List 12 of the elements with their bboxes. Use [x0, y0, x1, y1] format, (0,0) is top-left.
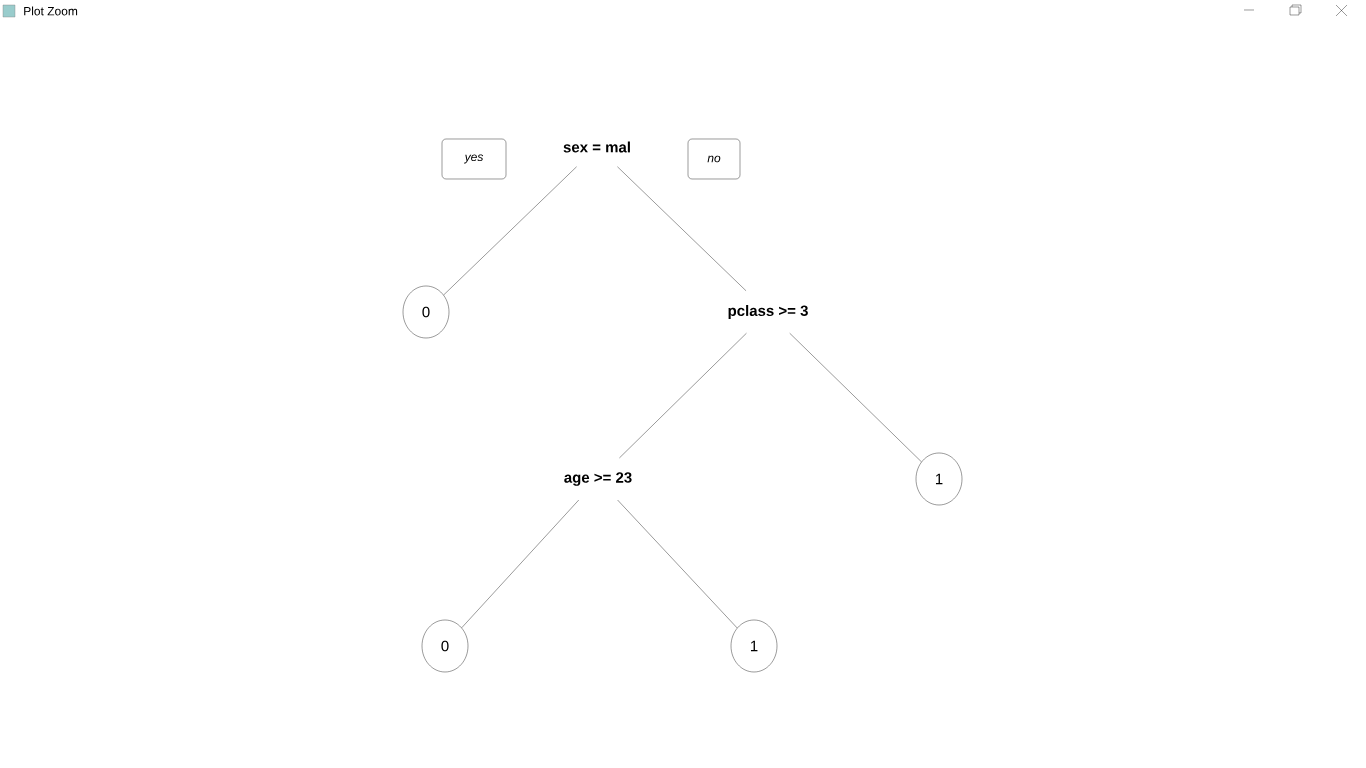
tree-branch	[461, 499, 579, 628]
tree-branch	[443, 166, 577, 296]
split-condition: age >= 23	[564, 472, 632, 486]
tree-branch	[617, 166, 747, 291]
tree-branch	[617, 499, 738, 629]
tree-branch	[619, 333, 747, 459]
split-condition: pclass >= 3	[728, 305, 808, 319]
window-title: Plot Zoom	[24, 6, 78, 16]
branch-label-box: no	[687, 138, 741, 180]
branch-label-box: yes	[441, 138, 507, 180]
tree-branch	[789, 333, 922, 463]
split-condition: sex = mal	[563, 141, 630, 153]
